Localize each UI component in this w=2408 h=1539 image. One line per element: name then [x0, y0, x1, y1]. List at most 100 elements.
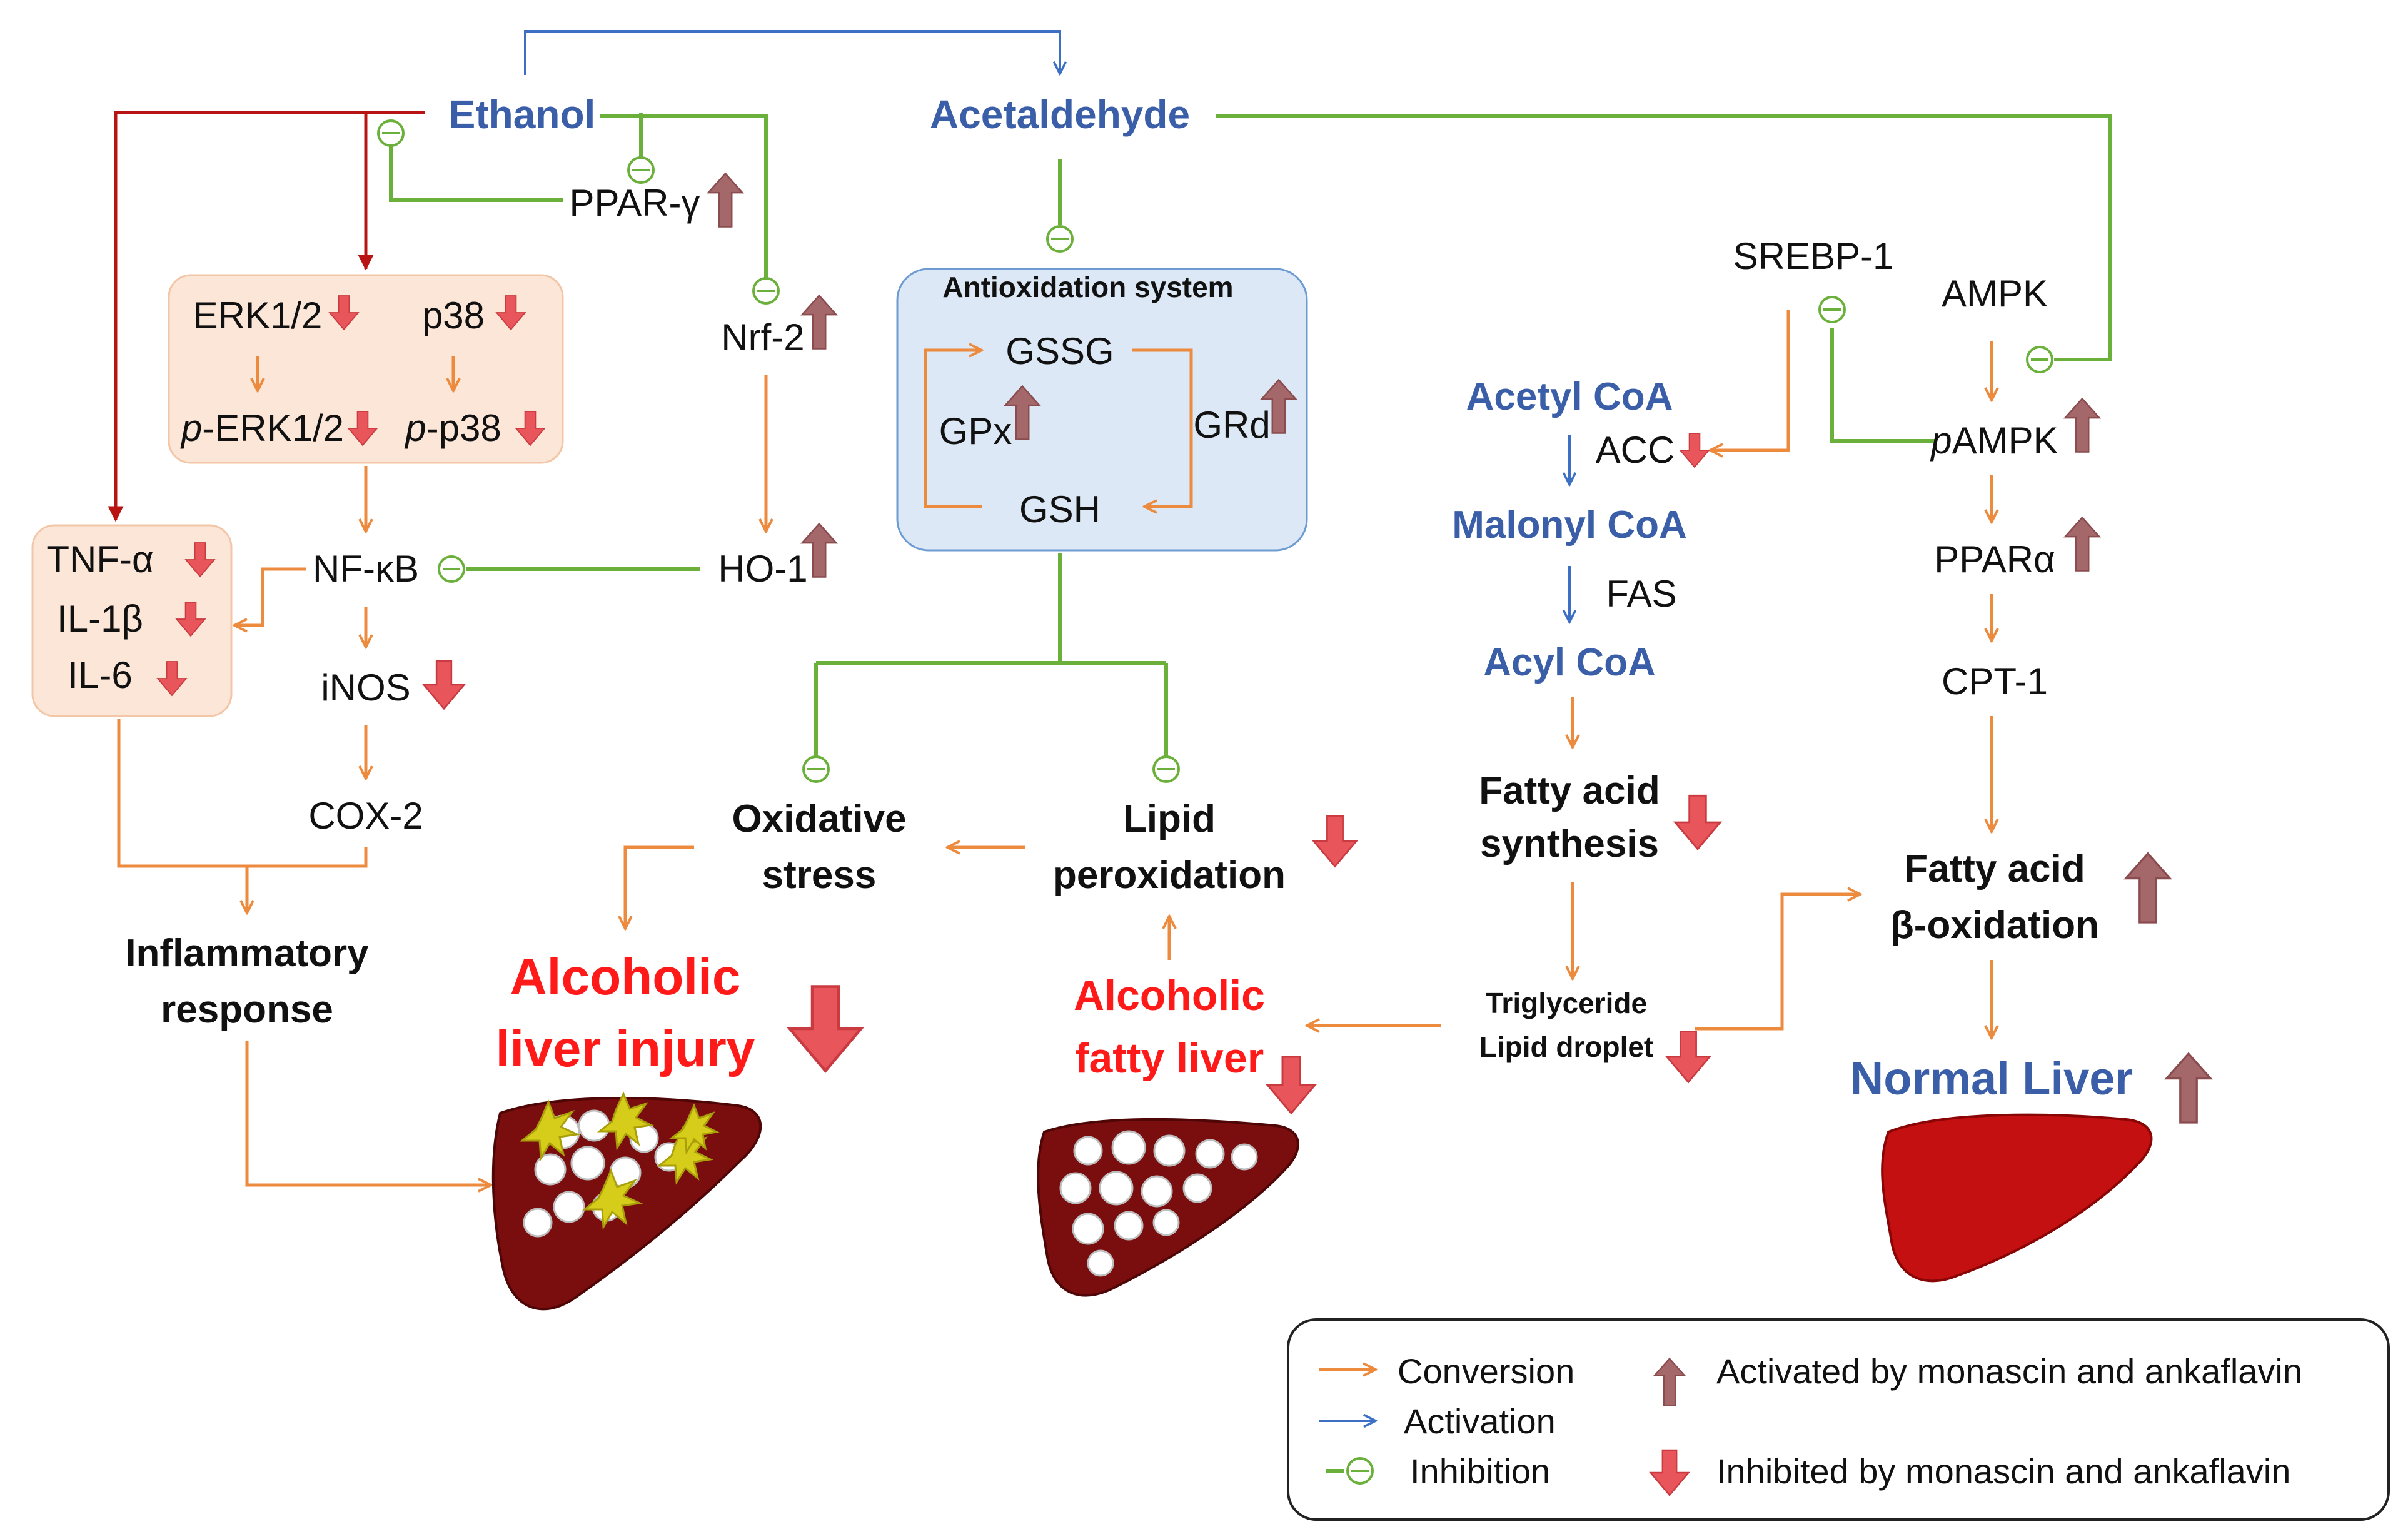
activated-up-arrow-icon [707, 173, 743, 228]
il1b-label: IL-1β [57, 598, 143, 640]
pampk-suffix: AMPK [1952, 420, 2058, 462]
acetyl-coa-label: Acetyl CoA [1466, 375, 1673, 418]
nfkb-to-cytokines [234, 567, 306, 625]
antioxidation-box [896, 268, 1308, 552]
gssg-label: GSSG [1005, 330, 1114, 372]
acetaldehyde-to-ampk-line [1216, 114, 2112, 361]
inhibition-icon [2026, 346, 2053, 373]
inhibition-icon [1346, 1457, 1374, 1485]
srebp1-label: SREBP-1 [1733, 235, 1894, 277]
inhibited-down-arrow-icon [1666, 1031, 1711, 1083]
acyl-coa-label: Acyl CoA [1483, 641, 1656, 684]
triglyceride-label-2: Lipid droplet [1479, 1031, 1654, 1063]
legend-inhibition-label: Inhibition [1410, 1451, 1550, 1491]
triglyceride-label-1: Triglyceride [1486, 987, 1647, 1019]
ampk-label: AMPK [1942, 273, 2048, 315]
activated-up-arrow-icon [2064, 398, 2100, 453]
p38-label: p38 [422, 295, 485, 336]
inhibition-icon [627, 156, 655, 184]
ethanol-to-acetaldehyde-activation [524, 30, 1060, 75]
lipid-peroxidation-label-1: Lipid [1123, 797, 1216, 840]
oxidative-stress-label-1: Oxidative [732, 797, 906, 840]
gpx-label: GPx [939, 410, 1012, 452]
cox2-label: COX-2 [308, 795, 423, 837]
alcoholic-fatty-liver-label-1: Alcoholic [1074, 972, 1265, 1019]
malonyl-coa-label: Malonyl CoA [1452, 503, 1686, 547]
inhibition-icon [752, 277, 780, 305]
beta-oxidation-label-2: β-oxidation [1890, 904, 2099, 947]
gssg-to-gsh-left [924, 350, 982, 508]
fatty-acid-synthesis-label-2: synthesis [1480, 822, 1659, 865]
antioxidation-inhibits-stress-lines [814, 553, 1168, 760]
legend-conversion-label: Conversion [1398, 1351, 1574, 1391]
alcoholic-liver-injury-liver-icon [491, 1091, 762, 1311]
pampk-label: pAMPK [1930, 420, 2058, 462]
inhibition-icon [1818, 296, 1846, 323]
inflammatory-label-1: Inflammatory [125, 932, 369, 975]
ho1-label: HO-1 [718, 548, 807, 590]
inhibited-down-arrow-icon [1680, 433, 1710, 468]
legend-box [1287, 1318, 2390, 1521]
inhibition-icon [802, 755, 830, 783]
tnf-label: TNF-α [46, 538, 153, 580]
oxidative-stress-label-2: stress [762, 854, 877, 897]
inhibited-down-arrow-icon [1312, 815, 1358, 867]
legend-activated-label: Activated by monascin and ankaflavin [1716, 1351, 2302, 1391]
p-prefix: p [1930, 420, 1952, 462]
normal-liver-liver-icon [1881, 1113, 2153, 1283]
inhibited-down-arrow-icon [423, 660, 465, 710]
activated-up-arrow-icon [801, 295, 837, 350]
beta-oxidation-label-1: Fatty acid [1904, 847, 2085, 891]
inhibition-icon [1046, 225, 1074, 253]
normal-liver-label: Normal Liver [1850, 1052, 2133, 1104]
ethanol-to-cytokine-path [108, 111, 425, 522]
p-p38-suffix: -p38 [426, 407, 501, 449]
to-inflammatory [117, 719, 368, 913]
alcoholic-liver-injury-label-2: liver injury [496, 1021, 755, 1077]
inos-label: iNOS [321, 667, 410, 709]
p-erk-label: p-ERK1/2 [180, 407, 344, 449]
activated-up-arrow-icon [2064, 517, 2100, 572]
ethanol-label: Ethanol [449, 92, 596, 137]
legend: Conversion Activation Inhibition Activat… [1287, 1318, 2390, 1521]
gssg-to-gsh-right [1132, 348, 1193, 507]
legend-activation-label: Activation [1404, 1401, 1556, 1441]
erk-label: ERK1/2 [193, 295, 323, 336]
pparg-inhibits-ethanol-line [389, 136, 563, 202]
oxidative-stress-to-injury [625, 845, 694, 929]
inhibited-down-arrow-icon [1674, 794, 1721, 850]
ppar-gamma-label: PPAR-γ [570, 182, 700, 224]
nfkb-label: NF-κB [313, 548, 419, 590]
triglyceride-to-beta-oxidation [1695, 894, 1860, 1031]
lipid-peroxidation-label-2: peroxidation [1053, 854, 1286, 897]
p-prefix: p [404, 407, 426, 449]
fas-label: FAS [1606, 573, 1676, 615]
legend-inhibited-label: Inhibited by monascin and ankaflavin [1716, 1451, 2290, 1491]
pampk-inhibits-srebp1-line [1830, 328, 1935, 443]
p-prefix: p [180, 407, 202, 449]
antioxidation-title: Antioxidation system [942, 271, 1233, 303]
p-erk-suffix: -ERK1/2 [202, 407, 344, 449]
grd-label: GRd [1193, 404, 1270, 446]
activated-up-arrow-icon [2125, 852, 2171, 924]
inhibition-icon [377, 119, 405, 147]
fatty-acid-synthesis-label-1: Fatty acid [1479, 769, 1660, 812]
cytokine-box [31, 524, 233, 717]
inhibited-down-arrow-icon [790, 987, 861, 1071]
inhibited-down-arrow-icon [1266, 1056, 1316, 1114]
ethanol-inhibits-nrf2-line [600, 114, 768, 285]
srebp1-to-acc [1710, 310, 1790, 450]
cpt1-label: CPT-1 [1942, 660, 2048, 702]
alcoholic-fatty-liver-liver-icon [1037, 1118, 1299, 1297]
inflammatory-to-liver-injury [245, 1041, 491, 1185]
acetaldehyde-label: Acetaldehyde [930, 92, 1190, 137]
nrf2-label: Nrf-2 [721, 316, 804, 358]
alcoholic-liver-injury-label-1: Alcoholic [510, 949, 740, 1006]
inflammatory-label-2: response [161, 988, 333, 1031]
mapk-box [168, 274, 564, 464]
ppar-alpha-label: PPARα [1934, 538, 2055, 580]
il6-label: IL-6 [68, 654, 132, 696]
inhibition-icon [438, 555, 465, 583]
activated-up-arrow-icon [2165, 1052, 2212, 1124]
